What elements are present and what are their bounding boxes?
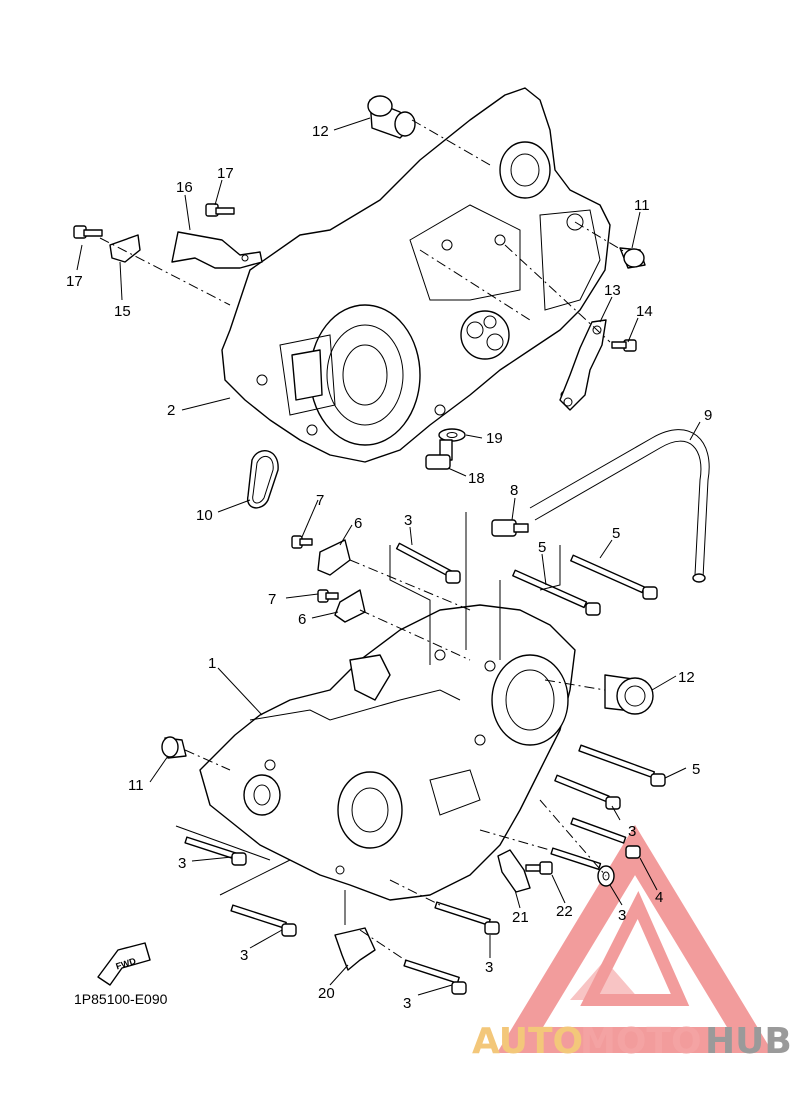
bolt-17-upper [205,203,235,217]
dowel-bushing-upper [367,95,416,139]
bolt-5-mid [512,569,601,616]
watermark-text: AUTO MOTO HUB [472,1021,792,1062]
callout-9: 9 [704,407,712,424]
callout-6: 6 [354,515,362,532]
callout-3: 3 [485,959,493,976]
callout-7: 7 [316,492,324,509]
callout-6: 6 [298,611,306,628]
bolt-3-left-2 [230,904,297,937]
callout-11: 11 [128,777,144,794]
watermark-auto: AUTO [472,1021,583,1062]
screw-7-upper [291,535,313,549]
callout-18: 18 [468,470,485,487]
callout-15: 15 [114,303,131,320]
callout-19: 19 [486,430,503,447]
clip-20 [334,927,376,971]
crankcase-left-half [199,604,576,901]
bracket-16 [171,231,263,269]
bolts-long [184,542,666,995]
callout-22: 22 [556,903,573,920]
callout-labels: 1 2 3 3 3 3 3 3 3 3 4 5 5 5 6 6 7 7 8 9 … [66,123,712,1012]
bolt-14 [611,339,637,352]
bolt-5-right [570,554,658,600]
callout-3: 3 [240,947,248,964]
callout-12: 12 [678,669,695,686]
assembly-lines [99,119,626,963]
callout-5: 5 [538,539,546,556]
watermark-logo [496,824,774,1053]
watermark-moto: MOTO [580,1021,702,1062]
bolt-3-left-1 [184,836,247,866]
leader-lines [76,117,701,996]
callout-17: 17 [217,165,234,182]
callout-3: 3 [628,823,636,840]
dowel-pin-left-lower [161,736,187,759]
callout-13: 13 [604,282,621,299]
bolt-3-bottom-2 [403,959,467,995]
dowel-bushing-lower [604,674,654,715]
callout-14: 14 [636,303,653,320]
stopper-plate-13 [559,319,607,411]
fwd-arrow-icon: FWD [97,942,151,986]
callout-10: 10 [196,507,213,524]
bolt-3-right-2 [570,817,641,859]
callout-5: 5 [692,761,700,778]
callout-11: 11 [634,197,650,214]
clamp-21 [497,849,531,893]
callout-16: 16 [176,179,193,196]
callout-12: 12 [312,123,329,140]
callout-3: 3 [618,907,626,924]
callout-4: 4 [655,889,663,906]
callout-2: 2 [167,402,175,419]
callout-20: 20 [318,985,335,1002]
o-ring-10 [247,450,279,509]
bolt-3-center [550,847,602,871]
callout-3: 3 [403,995,411,1012]
bolt-5-lower-right [578,744,666,787]
callout-17: 17 [66,273,83,290]
crankcase-right-half [221,87,611,463]
screw-7-lower [317,589,339,603]
callout-8: 8 [510,482,518,499]
diagram-code: 1P85100-E090 [74,991,168,1007]
callout-5: 5 [612,525,620,542]
callout-3: 3 [404,512,412,529]
bolt-3-top [395,542,461,584]
dowel-pin-right-upper [619,247,646,269]
drain-plug-18 [425,439,453,470]
bolt-17-left [73,225,103,239]
clip-15 [109,234,141,263]
bolt-22 [525,861,553,875]
washer-19 [438,428,466,442]
callout-21: 21 [512,909,529,926]
bolt-3-right-1 [554,774,621,810]
breather-fitting-8 [491,519,529,537]
callout-3: 3 [178,855,186,872]
callout-1: 1 [208,655,216,672]
plate-6-lower [334,589,366,623]
bolt-3-bottom-1 [434,901,500,935]
callout-7: 7 [268,591,276,608]
watermark-hub: HUB [705,1021,792,1062]
breather-hose-9 [529,429,710,583]
plate-6-upper [317,539,351,576]
